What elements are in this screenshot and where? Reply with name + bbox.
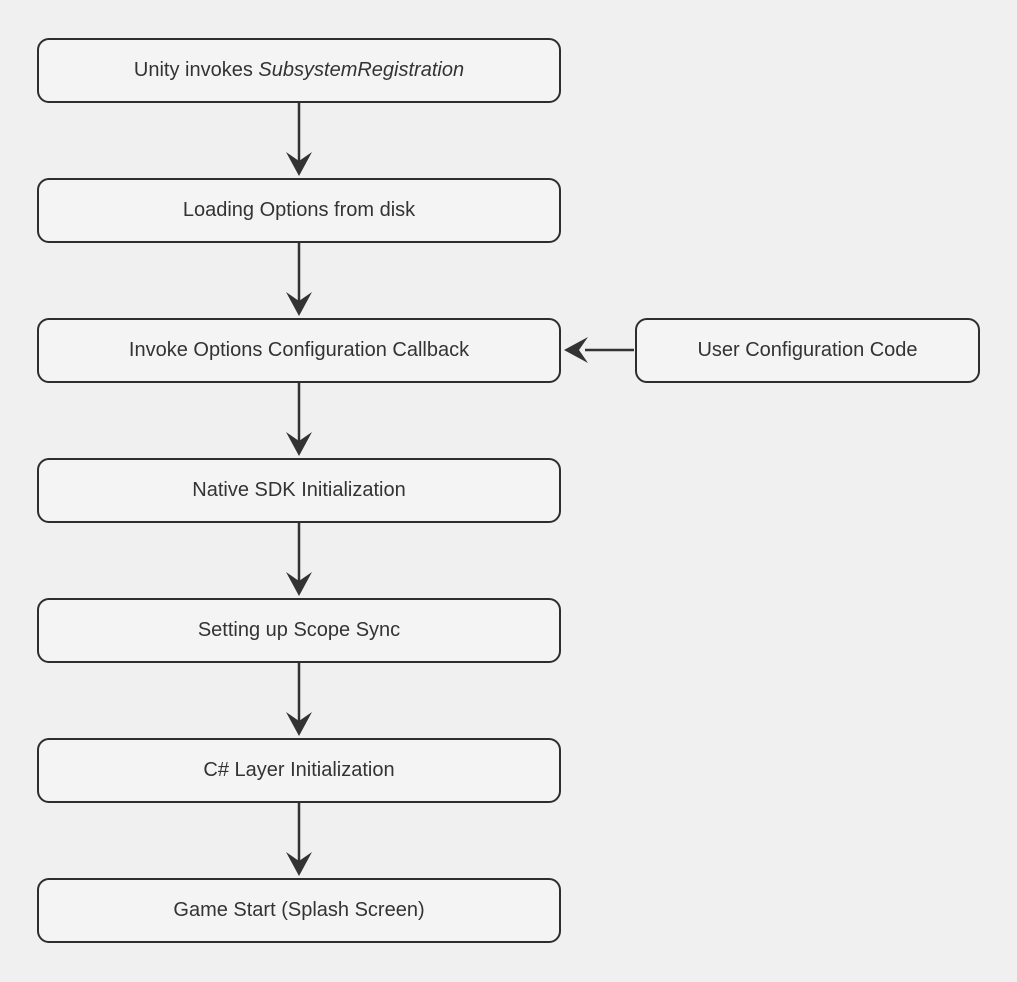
node-label: Native SDK Initialization bbox=[192, 479, 406, 501]
node-label: Invoke Options Configuration Callback bbox=[128, 339, 470, 361]
node-scope-sync: Setting up Scope Sync bbox=[37, 598, 561, 663]
node-csharp-layer: C# Layer Initialization bbox=[37, 738, 561, 803]
arrow-userconfig-to-invoke bbox=[564, 337, 634, 363]
node-loading-options: Loading Options from disk bbox=[37, 178, 561, 243]
node-label: User Configuration Code bbox=[697, 339, 918, 361]
node-label: Unity invokes SubsystemRegistration bbox=[133, 59, 465, 81]
arrow-loading-to-invoke bbox=[286, 243, 312, 316]
node-native-sdk: Native SDK Initialization bbox=[37, 458, 561, 523]
node-label-italic: SubsystemRegistration bbox=[258, 59, 465, 81]
arrow-native-to-scope bbox=[286, 523, 312, 596]
node-unity-invokes: Unity invokes SubsystemRegistration bbox=[37, 38, 561, 103]
arrow-csharp-to-gamestart bbox=[286, 803, 312, 876]
arrow-invoke-to-native bbox=[286, 383, 312, 456]
node-label: C# Layer Initialization bbox=[203, 759, 395, 781]
node-label: Game Start (Splash Screen) bbox=[173, 899, 425, 921]
node-user-config: User Configuration Code bbox=[635, 318, 980, 383]
node-game-start: Game Start (Splash Screen) bbox=[37, 878, 561, 943]
node-invoke-callback: Invoke Options Configuration Callback bbox=[37, 318, 561, 383]
arrow-scope-to-csharp bbox=[286, 663, 312, 736]
arrow-unity-to-loading bbox=[286, 103, 312, 176]
node-label: Setting up Scope Sync bbox=[197, 619, 401, 641]
node-label: Loading Options from disk bbox=[182, 199, 416, 221]
